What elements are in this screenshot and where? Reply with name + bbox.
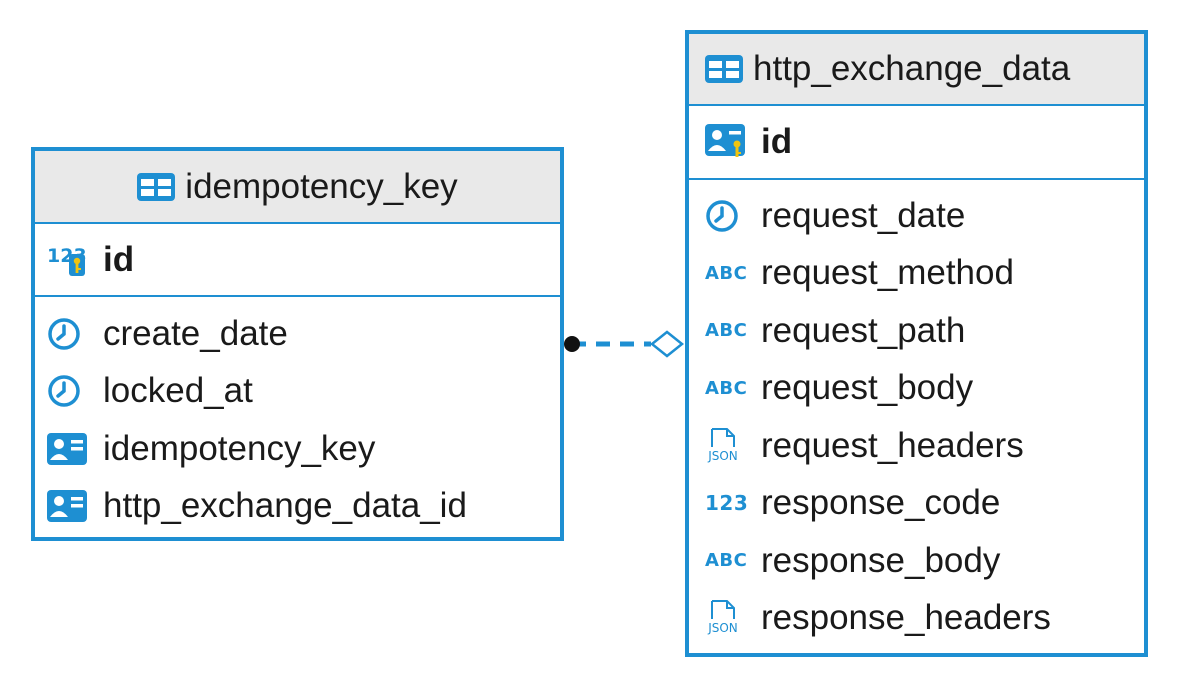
id-card-icon [47,486,91,526]
abc-icon: ABC [705,550,748,572]
entity-http-exchange-data[interactable]: http_exchange_data id request_ [685,30,1148,657]
clock-icon [47,314,91,354]
column-name: idempotency_key [103,428,376,468]
id-card-icon [47,429,91,469]
abc-icon: ABC [705,377,748,399]
column-name: id [103,239,135,279]
column-name: request_headers [761,425,1024,465]
entity-title: idempotency_key [185,166,458,206]
json-icon: JSON [705,426,751,466]
column-row[interactable]: create_date [35,305,560,363]
column-row[interactable]: ABC request_path [689,302,1144,360]
table-icon [705,55,743,83]
pk-idcard-icon [705,122,751,162]
primary-key-row[interactable]: id [689,106,1144,180]
column-name: response_code [761,483,1001,523]
column-row[interactable]: 123 response_code [689,475,1144,533]
column-name: create_date [103,313,288,353]
column-name: request_date [761,195,966,235]
column-name: request_body [761,368,974,408]
column-row[interactable]: JSON response_headers [689,590,1144,648]
pk-numeric-icon: 123 [47,240,91,280]
column-name: response_body [761,540,1001,580]
entity-title: http_exchange_data [753,49,1071,88]
column-row[interactable]: http_exchange_data_id [35,478,560,536]
numeric-icon: 123 [705,491,749,516]
abc-icon: ABC [705,320,748,342]
column-row[interactable]: request_date [689,187,1144,245]
column-name: request_path [761,310,966,350]
column-row[interactable]: idempotency_key [35,420,560,478]
entity-header[interactable]: http_exchange_data [689,34,1144,106]
json-label: JSON [707,621,738,635]
json-icon: JSON [705,598,751,638]
primary-key-row[interactable]: 123 id [35,224,560,297]
table-icon [137,172,176,201]
column-row[interactable]: ABC response_body [689,532,1144,590]
column-row[interactable]: JSON request_headers [689,417,1144,475]
column-row[interactable]: ABC request_method [689,245,1144,303]
relationship-end-diamond [649,330,685,358]
column-name: http_exchange_data_id [103,486,467,526]
column-name: locked_at [103,371,253,411]
column-name: id [761,122,793,161]
relationship-start-dot [564,336,580,352]
entity-idempotency-key[interactable]: idempotency_key 123 id create_date [31,147,564,541]
column-name: request_method [761,253,1014,293]
clock-icon [47,371,91,411]
json-label: JSON [707,449,738,463]
clock-icon [705,196,751,236]
column-name: response_headers [761,598,1051,638]
abc-icon: ABC [705,262,748,284]
column-row[interactable]: locked_at [35,363,560,421]
column-row[interactable]: ABC request_body [689,360,1144,418]
entity-header[interactable]: idempotency_key [35,151,560,224]
